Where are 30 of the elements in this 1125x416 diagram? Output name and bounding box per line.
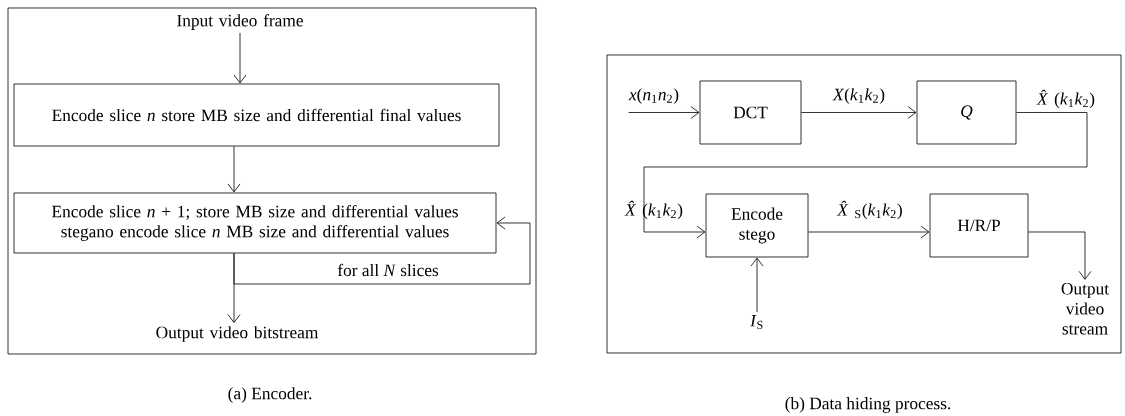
signal-label: X̂(k$_{1}$k$_{2}$) bbox=[624, 200, 683, 220]
caption: (b) Data hiding process. bbox=[785, 397, 951, 413]
flow-text: Input video frame bbox=[177, 14, 303, 30]
arrow bbox=[628, 106, 700, 119]
process-box: Q bbox=[916, 80, 1017, 145]
edge-label: X̂(k$_{1}$k$_{2}$) bbox=[1035, 88, 1097, 110]
edge-label: X̂$_{S}$(k$_{1}$k$_{2}$) bbox=[835, 199, 905, 221]
arrow bbox=[808, 225, 930, 239]
flow-text: I$_{S}$ bbox=[750, 315, 763, 329]
process-box: H/R/P bbox=[929, 193, 1029, 258]
edge-label: for all N slices bbox=[335, 262, 441, 278]
arrow bbox=[750, 257, 764, 313]
panel-frame bbox=[7, 7, 537, 355]
flow-text: Output video stream bbox=[1061, 282, 1109, 335]
process-box: DCT bbox=[699, 80, 802, 145]
flow-text: Output video bitstream bbox=[156, 326, 319, 342]
edge-label: x(n$_{1}$n$_{2}$) bbox=[627, 86, 681, 106]
arrow bbox=[1028, 231, 1092, 280]
arrow bbox=[233, 32, 247, 84]
panel-frame bbox=[606, 54, 1122, 354]
arrow bbox=[227, 253, 241, 323]
process-box: Encode stego bbox=[705, 193, 809, 258]
process-box: Encode slice n + 1; store MB size and differential values stegano encode slice n MB size and differential values bbox=[13, 192, 497, 254]
arrow bbox=[233, 216, 531, 285]
arrow bbox=[643, 112, 1088, 239]
caption: (a) Encoder. bbox=[228, 387, 312, 403]
arrow bbox=[227, 146, 241, 193]
edge-label: X(k$_{1}$k$_{2}$) bbox=[831, 86, 887, 106]
process-box: Encode slice n store MB size and differential final values bbox=[13, 83, 500, 147]
arrow bbox=[801, 106, 917, 119]
